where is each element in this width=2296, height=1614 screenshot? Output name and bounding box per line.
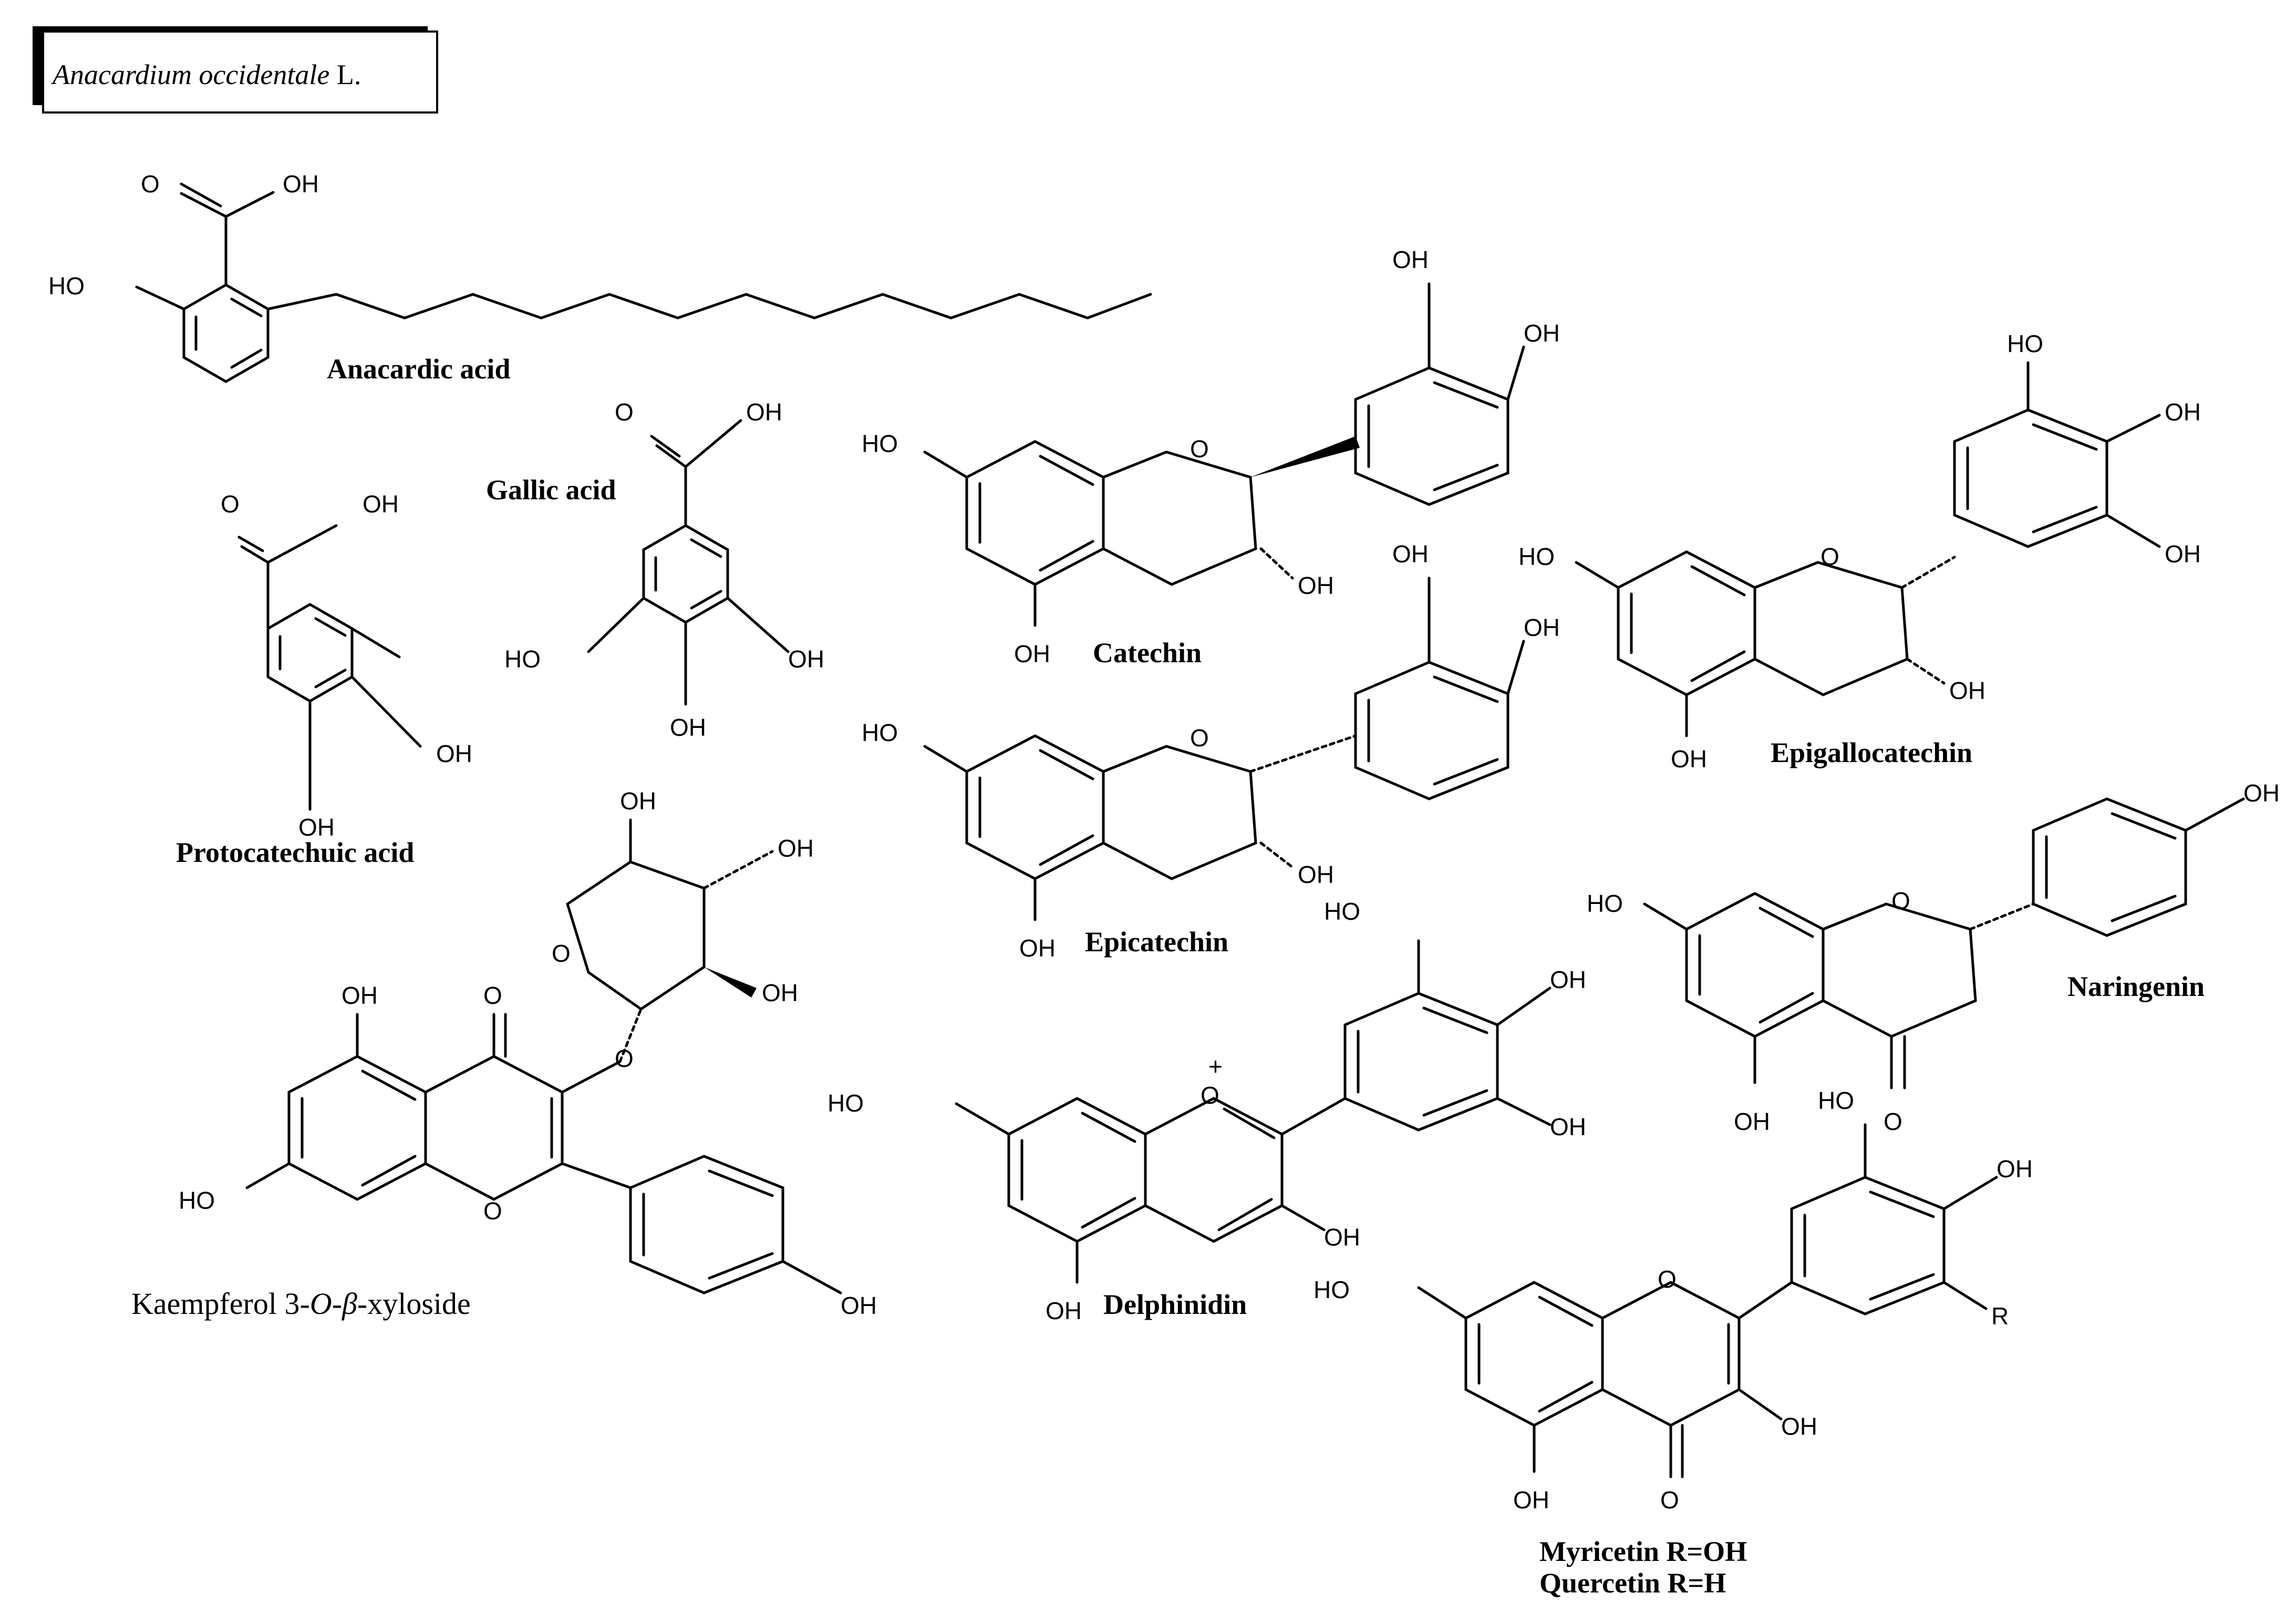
epigallocatechin-structure: HO O HO OH OH OH OH Epigallocatechin xyxy=(1518,330,2201,773)
delphinidin-structure: HO O + HO OH OH OH OH Delphinidin xyxy=(828,898,1586,1324)
catechin-oh-label-5: OH xyxy=(1014,640,1050,667)
epicatechin-oh-label-5: OH xyxy=(1019,934,1056,962)
delphinidin-oh-label-5: OH xyxy=(1046,1297,1082,1324)
delphinidin-ho-label-3p: HO xyxy=(1324,898,1360,925)
epigallocatechin-oh-label-5: OH xyxy=(1671,745,1707,773)
catechin-oh-label-3: OH xyxy=(1298,572,1334,599)
svg-text:Anacardium occidentale L.: Anacardium occidentale L. xyxy=(51,59,361,90)
epigallocatechin-ho-label: HO xyxy=(1518,543,1555,570)
catechin-ho-label: HO xyxy=(862,430,898,457)
kaempferol-name-prefix: Kaempferol 3- xyxy=(131,1287,310,1321)
catechin-o-label: O xyxy=(1190,435,1209,462)
delphinidin-o-label: O xyxy=(1201,1082,1219,1109)
gallic-oh-label-5: OH xyxy=(788,645,824,673)
epigallocatechin-name: Epigallocatechin xyxy=(1771,737,1972,768)
anacardic-acid-name: Anacardic acid xyxy=(327,353,510,385)
xyloside-oh-label-3: OH xyxy=(778,835,814,862)
title-species: Anacardium occidentale xyxy=(51,59,329,90)
epicatechin-structure: HO O OH OH OH OH Epicatechin xyxy=(862,540,1560,962)
epigallocatechin-o-label: O xyxy=(1821,543,1839,570)
xyloside-o-label: O xyxy=(552,940,571,967)
epigallocatechin-oh-label-5p: OH xyxy=(2165,540,2201,568)
kaempferol-name-o: O xyxy=(310,1287,332,1321)
catechin-oh-label-3p: OH xyxy=(1392,246,1429,273)
naringenin-o-label-4: O xyxy=(1884,1108,1902,1135)
protocatechuic-acid-structure: O OH OH OH Protocatechuic acid xyxy=(176,490,472,868)
epicatechin-oh-label-3: OH xyxy=(1298,861,1334,888)
epicatechin-name: Epicatechin xyxy=(1085,926,1228,958)
gallic-acid-name: Gallic acid xyxy=(486,474,616,506)
epicatechin-o-label: O xyxy=(1190,724,1209,752)
kaempferol-ho-label: HO xyxy=(179,1187,215,1214)
kaempferol-xyloside-structure: OH O HO O OH O O OH OH OH Kaempferol 3-O… xyxy=(131,787,877,1321)
anacardic-o-label: O xyxy=(141,170,160,198)
kaempferol-o-label-1: O xyxy=(483,1197,502,1225)
title-author: L. xyxy=(329,59,361,90)
anacardic-oh-label: OH xyxy=(283,170,319,198)
naringenin-oh-label-5: OH xyxy=(1734,1108,1770,1135)
myricetin-o-label-4: O xyxy=(1660,1486,1679,1514)
gallic-o-label: O xyxy=(615,398,634,426)
protocatechuic-oh-label: OH xyxy=(363,490,399,518)
epigallocatechin-oh-label-4p: OH xyxy=(2165,398,2201,426)
catechin-oh-label-4p: OH xyxy=(1524,320,1560,347)
naringenin-name: Naringenin xyxy=(2067,971,2205,1002)
myricetin-name: Myricetin R=OH xyxy=(1539,1536,1747,1567)
gallic-acid-structure: O OH HO OH OH Gallic acid xyxy=(486,398,824,741)
naringenin-oh-label-4p: OH xyxy=(2243,779,2280,807)
naringenin-structure: HO O OH OH O Naringenin xyxy=(1587,779,2280,1135)
protocatechuic-oh-label-4: OH xyxy=(298,814,335,841)
delphinidin-ho-label: HO xyxy=(828,1089,864,1117)
myricetin-ho-label: HO xyxy=(1314,1276,1350,1303)
delphinidin-oh-label-5p: OH xyxy=(1550,1113,1586,1140)
anacardic-acid-structure: O OH HO Anacardic acid xyxy=(48,170,1152,385)
catechin-name: Catechin xyxy=(1093,637,1202,669)
delphinidin-oh-label-4p: OH xyxy=(1550,966,1586,993)
gallic-oh-label-4: OH xyxy=(670,714,706,741)
title-box: Anacardium occidentale L. xyxy=(33,26,438,114)
protocatechuic-acid-name: Protocatechuic acid xyxy=(176,837,414,868)
xyloside-oh-label-4: OH xyxy=(620,787,656,815)
myricetin-oh-label-3: OH xyxy=(1781,1413,1817,1440)
kaempferol-name-suffix: -xyloside xyxy=(357,1287,471,1321)
xyloside-oh-label-2: OH xyxy=(762,979,798,1006)
kaempferol-o-label-glyco: O xyxy=(615,1045,634,1072)
delphinidin-name: Delphinidin xyxy=(1103,1289,1247,1320)
kaempferol-oh-label-4p: OH xyxy=(841,1292,877,1319)
kaempferol-o-label-4: O xyxy=(483,982,502,1009)
epigallocatechin-oh-label-3: OH xyxy=(1949,677,1985,704)
anacardic-ho-label: HO xyxy=(48,272,85,300)
delphinidin-oh-label-3: OH xyxy=(1324,1224,1360,1251)
gallic-oh-label: OH xyxy=(746,398,782,426)
myricetin-r-label: R xyxy=(1991,1302,2009,1330)
kaempferol-oh-label-5: OH xyxy=(342,982,378,1009)
myricetin-quercetin-structure: HO O HO OH R OH O OH Myricetin R=OH Quer… xyxy=(1314,1087,2033,1599)
epicatechin-ho-label: HO xyxy=(862,719,898,746)
naringenin-o-label: O xyxy=(1891,887,1910,914)
kaempferol-name-beta: β xyxy=(342,1287,357,1321)
gallic-ho-label: HO xyxy=(504,645,541,673)
myricetin-oh-label-5: OH xyxy=(1513,1486,1549,1514)
kaempferol-name-dash: - xyxy=(332,1287,342,1321)
myricetin-o-label-1: O xyxy=(1658,1266,1677,1293)
epigallocatechin-ho-label-3p: HO xyxy=(2007,330,2043,357)
protocatechuic-oh-label-3: OH xyxy=(436,740,472,767)
naringenin-ho-label: HO xyxy=(1587,890,1623,917)
quercetin-name: Quercetin R=H xyxy=(1539,1567,1726,1599)
catechin-structure: HO O OH OH OH OH Catechin xyxy=(862,246,1560,669)
protocatechuic-o-label: O xyxy=(221,490,240,518)
epicatechin-oh-label-3p: OH xyxy=(1392,540,1429,568)
delphinidin-plus-label: + xyxy=(1208,1053,1223,1080)
epicatechin-oh-label-4p: OH xyxy=(1524,614,1560,641)
myricetin-oh-label-4p: OH xyxy=(1997,1155,2033,1183)
myricetin-ho-label-3p: HO xyxy=(1818,1087,1854,1114)
kaempferol-xyloside-name: Kaempferol 3-O-β-xyloside xyxy=(131,1287,471,1321)
